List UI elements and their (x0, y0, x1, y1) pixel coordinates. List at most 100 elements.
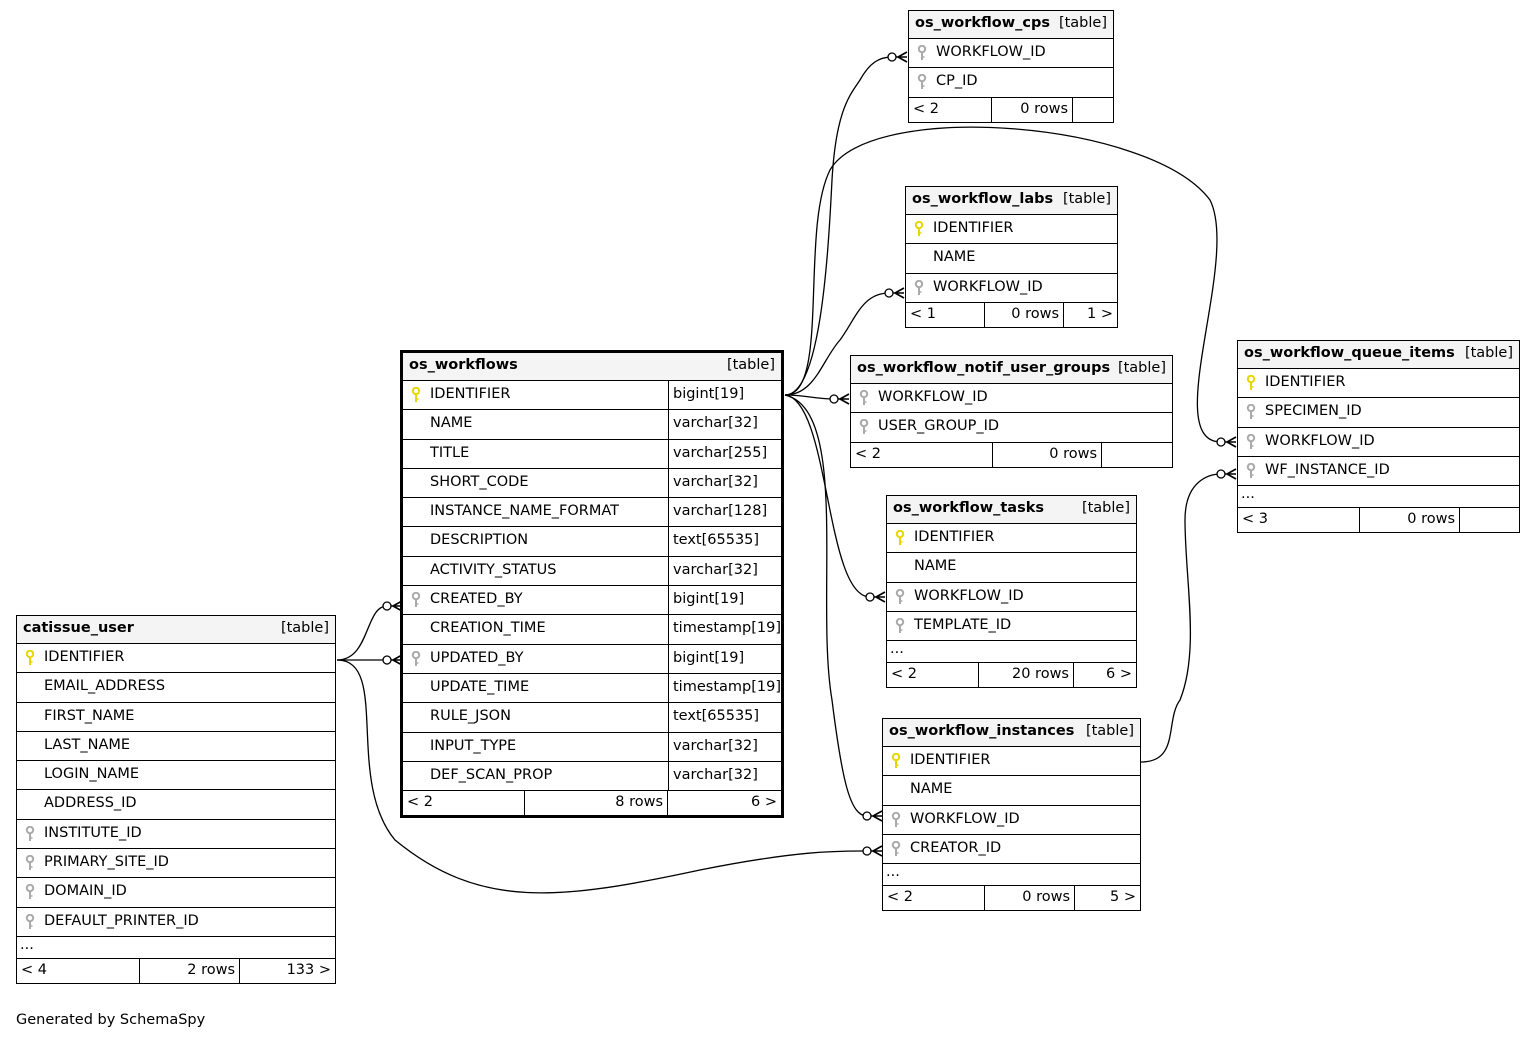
children-link[interactable]: 6 > (1073, 663, 1136, 688)
children-link[interactable]: 133 > (239, 958, 335, 983)
table-os-workflow-queue-items[interactable]: os_workflow_queue_items[table]IDENTIFIER… (1237, 340, 1520, 534)
column-row[interactable]: WF_INSTANCE_ID (1238, 457, 1519, 487)
primary-key-icon (891, 752, 901, 769)
table-os-workflow-notif-user-groups[interactable]: os_workflow_notif_user_groups[table]WORK… (850, 355, 1173, 468)
children-link[interactable]: 1 > (1063, 302, 1117, 327)
parents-link[interactable]: < 2 (913, 100, 939, 117)
children-link[interactable] (1101, 442, 1172, 467)
column-name: LOGIN_NAME (44, 766, 140, 783)
column-row[interactable]: IDENTIFIER (1238, 369, 1519, 399)
column-row[interactable]: IDENTIFIER (906, 215, 1117, 245)
column-row[interactable]: WORKFLOW_ID (851, 384, 1172, 414)
table-footer: < 2 0 rows (909, 97, 1113, 122)
column-name: DESCRIPTION (430, 532, 529, 549)
parents-link[interactable]: < 2 (891, 666, 917, 683)
row-count: 20 rows (978, 663, 1073, 688)
parents-link[interactable]: < 2 (855, 445, 881, 462)
parents-link[interactable]: < 3 (1242, 511, 1268, 528)
column-row[interactable]: NAME (906, 244, 1117, 274)
column-row[interactable]: IDENTIFIER (883, 747, 1140, 777)
foreign-key-icon (411, 591, 421, 608)
column-row[interactable]: CREATOR_ID (883, 835, 1140, 865)
children-link[interactable]: 6 > (667, 791, 781, 816)
crowfoot-many-marker (862, 810, 883, 822)
column-row[interactable]: NAME (887, 553, 1136, 583)
table-type-tag: [table] (726, 357, 775, 373)
column-row[interactable]: ADDRESS_ID (17, 790, 335, 820)
column-type: varchar[128] (668, 498, 781, 527)
table-name: os_workflow_notif_user_groups (857, 360, 1111, 376)
foreign-key-icon (895, 617, 905, 634)
column-name: WORKFLOW_ID (933, 278, 1043, 295)
column-row[interactable]: DOMAIN_ID (17, 878, 335, 908)
column-name: CREATOR_ID (910, 839, 1002, 856)
table-name: catissue_user (23, 620, 134, 636)
table-type-tag: [table] (1062, 191, 1111, 207)
column-row[interactable]: USER_GROUP_ID (851, 413, 1172, 443)
parents-link[interactable]: < 1 (910, 305, 936, 322)
generated-by-caption: Generated by SchemaSpy (16, 1012, 206, 1028)
column-row[interactable]: WORKFLOW_ID (906, 274, 1117, 303)
column-row[interactable]: WORKFLOW_ID (909, 39, 1113, 69)
table-header: os_workflow_queue_items[table] (1238, 341, 1519, 369)
column-row[interactable]: DEFAULT_PRINTER_ID (17, 908, 335, 937)
column-row[interactable]: WORKFLOW_ID (883, 806, 1140, 835)
foreign-key-icon (1246, 462, 1256, 479)
column-name: CP_ID (936, 73, 978, 90)
column-row[interactable]: WORKFLOW_ID (887, 583, 1136, 612)
column-row[interactable]: WORKFLOW_ID (1238, 428, 1519, 457)
column-name: ACTIVITY_STATUS (430, 561, 557, 578)
column-name: INSTITUTE_ID (44, 824, 142, 841)
column-row[interactable]: IDENTIFIER (887, 524, 1136, 554)
edge-instances-queue (1140, 473, 1222, 763)
parents-link[interactable]: < 4 (21, 961, 47, 978)
parents-link[interactable]: < 2 (407, 794, 433, 811)
table-type-tag: [table] (280, 620, 329, 636)
children-link[interactable]: 5 > (1074, 886, 1140, 911)
column-row[interactable]: SPECIMEN_ID (1238, 398, 1519, 428)
column-name: NAME (914, 558, 957, 575)
column-name: RULE_JSON (430, 708, 511, 725)
column-row[interactable]: FIRST_NAME (17, 703, 335, 732)
column-row[interactable]: LOGIN_NAME (17, 761, 335, 791)
column-row[interactable]: TEMPLATE_ID (887, 612, 1136, 642)
column-name: WORKFLOW_ID (936, 44, 1046, 60)
column-row[interactable]: CP_ID (909, 68, 1113, 98)
column-row[interactable]: NAME (883, 776, 1140, 806)
column-type: timestamp[19] (668, 673, 781, 703)
parents-link[interactable]: < 2 (887, 889, 913, 906)
column-row[interactable]: LAST_NAME (17, 732, 335, 762)
column-row[interactable]: IDENTIFIER (17, 644, 335, 674)
column-row[interactable]: PRIMARY_SITE_ID (17, 849, 335, 879)
children-link[interactable] (1459, 508, 1519, 533)
column-row[interactable]: INSTITUTE_ID (17, 820, 335, 850)
column-type: varchar[255] (668, 439, 781, 468)
crowfoot-many-marker (1216, 436, 1237, 448)
row-count: 0 rows (991, 97, 1072, 122)
children-link[interactable] (1072, 97, 1113, 122)
column-type: varchar[32] (668, 761, 781, 791)
column-row[interactable]: EMAIL_ADDRESS (17, 673, 335, 703)
